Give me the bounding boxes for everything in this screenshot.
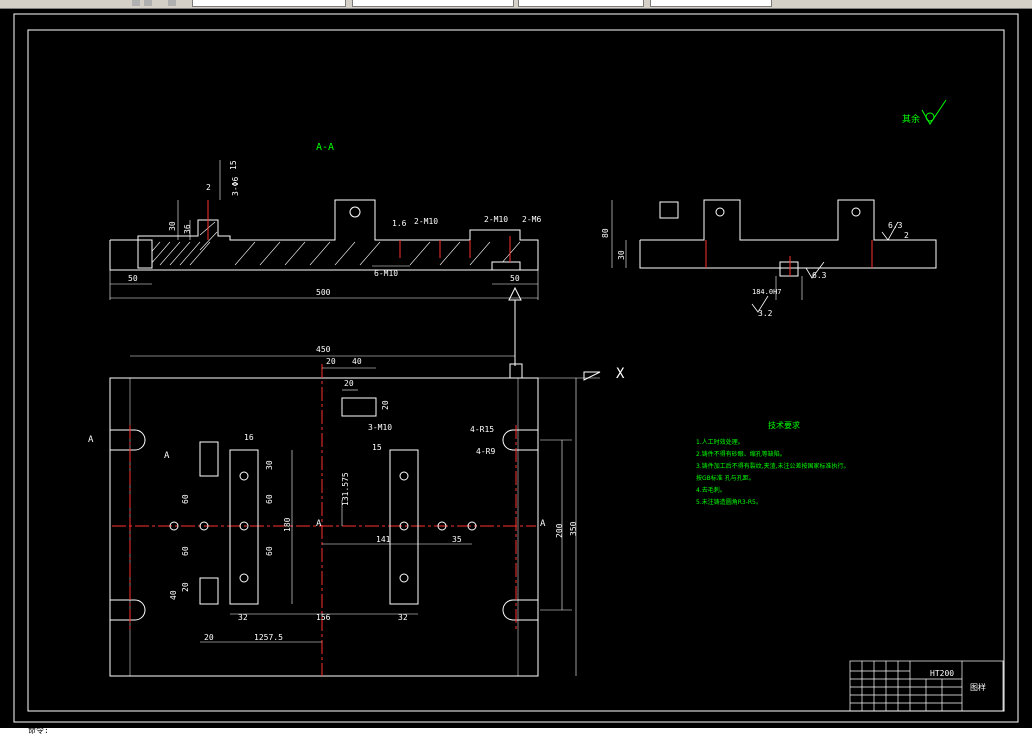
dim-60-a: 60	[265, 494, 274, 504]
undo-icon[interactable]	[132, 0, 140, 6]
dim-40: 40	[169, 590, 178, 600]
dim-4-r9: 4-R9	[476, 447, 495, 456]
section-mark-a-left: A	[88, 435, 94, 445]
roughness-6-3-b: 6.3	[812, 271, 827, 280]
dim-4-r15: 4-R15	[470, 425, 494, 434]
redo-icon[interactable]	[168, 0, 176, 6]
dim-80: 80	[601, 228, 610, 238]
color-dropdown[interactable]	[352, 0, 514, 7]
roughness-6-3-a: 6.3	[888, 221, 903, 230]
dim-20-c: 20	[381, 400, 390, 410]
dim-50-left: 50	[128, 274, 138, 283]
side-view: 80 30 6.3 2 6.3 184.0H7 3.2	[601, 199, 937, 318]
section-label: A-A	[316, 142, 334, 153]
dim-6-m10: 6-M10	[374, 269, 398, 278]
dim-500: 500	[316, 288, 331, 297]
section-view: A-A	[109, 142, 541, 366]
dim-1257-5: 1257.5	[254, 633, 283, 642]
notes-line-6: 5.未注铸造圆角R3-R5。	[696, 498, 762, 506]
dim-131-575: 131.575	[341, 472, 350, 506]
command-line[interactable]: 命令:	[0, 726, 1032, 736]
lineweight-dropdown[interactable]	[650, 0, 772, 7]
notes-line-2: 2.铸件不得有砂眼、缩孔等缺陷。	[696, 450, 786, 458]
linetype-dropdown[interactable]	[518, 0, 644, 7]
roughness-3-2: 3.2	[758, 309, 773, 318]
notes-line-1: 1.人工时效处理。	[696, 438, 744, 446]
axis-x-label: X	[616, 366, 625, 382]
dim-60-b: 60	[265, 546, 274, 556]
dim-60-c: 60	[181, 494, 190, 504]
dim-60-d: 60	[181, 546, 190, 556]
toolbar	[0, 0, 1032, 9]
outer-border	[13, 13, 1019, 723]
dim-200: 200	[555, 523, 564, 538]
command-prompt: 命令:	[28, 726, 49, 735]
dim-32-b: 32	[398, 613, 408, 622]
material-label: HT200	[930, 669, 954, 678]
dim-3-phi6: 3-Φ6	[231, 177, 240, 196]
notes-line-3: 3.铸件加工后不得有裂纹,夹渣,未注公差按国家标准执行。	[696, 462, 850, 470]
dim-15-b: 15	[372, 443, 382, 452]
dim-30: 30	[168, 221, 177, 231]
section-mark-a-center: A	[316, 519, 322, 529]
dim-15: 15	[229, 160, 238, 170]
dim-20-e: 20	[204, 633, 214, 642]
dim-2-m10-a: 2-M10	[414, 217, 438, 226]
dim-50-right: 50	[510, 274, 520, 283]
dim-184-h7: 184.0H7	[752, 288, 782, 296]
dim-30-r: 30	[617, 250, 626, 260]
dim-3-m10: 3-M10	[368, 423, 392, 432]
dim-20-d: 20	[181, 582, 190, 592]
dim-16: 16	[244, 433, 254, 442]
drawing-title: 图样	[970, 682, 986, 692]
dim-20-b: 20	[344, 379, 354, 388]
dim-40-top: 40	[352, 357, 362, 366]
dim-156: 156	[316, 613, 331, 622]
dim-36: 36	[183, 224, 192, 234]
technical-notes: 技术要求 1.人工时效处理。 2.铸件不得有砂眼、缩孔等缺陷。 3.铸件加工后不…	[696, 420, 850, 506]
notes-line-5: 4.去毛刺。	[696, 486, 726, 494]
layer-dropdown[interactable]	[192, 0, 346, 7]
dim-30-b: 30	[265, 460, 274, 470]
zoom-icon[interactable]	[144, 0, 152, 6]
dim-35: 35	[452, 535, 462, 544]
roughness-note: 其余	[902, 113, 920, 125]
plan-view: X 450 20 40 20 20 3-M10 15 4-R15 4-R9 A …	[88, 345, 625, 677]
dim-141: 141	[376, 535, 391, 544]
dim-180: 180	[283, 517, 292, 532]
inner-border	[27, 29, 1005, 712]
dim-450: 450	[316, 345, 331, 354]
dim-350: 350	[569, 521, 578, 536]
notes-title: 技术要求	[768, 420, 800, 430]
section-mark-a-2: A	[164, 451, 170, 461]
title-block	[849, 660, 1004, 712]
section-mark-a-right: A	[540, 519, 546, 529]
dim-2-r: 2	[904, 231, 909, 240]
dim-2-m6: 2-M6	[522, 215, 541, 224]
dim-32-a: 32	[238, 613, 248, 622]
dim-2: 2	[206, 183, 211, 192]
dim-20-top: 20	[326, 357, 336, 366]
general-roughness: 其余	[902, 99, 947, 125]
notes-line-4: 按GB标准 孔与孔距。	[696, 474, 755, 482]
dim-2-m10-b: 2-M10	[484, 215, 508, 224]
dim-1-6: 1.6	[392, 219, 407, 228]
